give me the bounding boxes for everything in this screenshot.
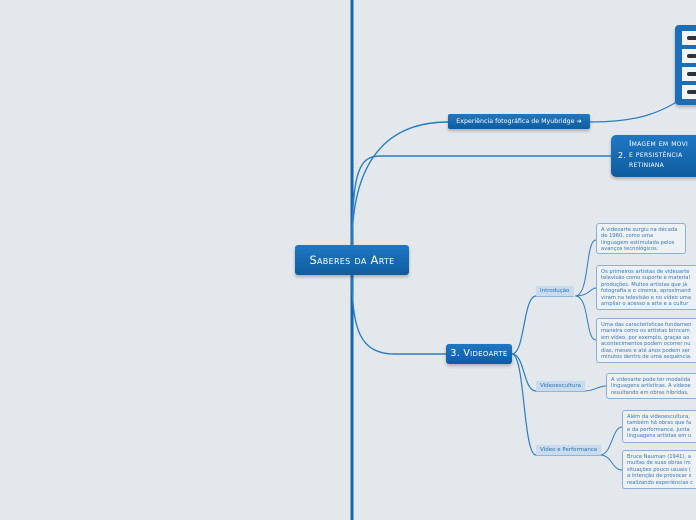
image-gallery-node[interactable] <box>675 25 696 105</box>
connector-videoescultura <box>511 353 537 392</box>
horse-photo-thumbnail <box>682 85 696 99</box>
subtopic-label: Videoescultura <box>540 383 581 389</box>
note-line: situações pouco usuais ( <box>627 466 691 473</box>
note-line: Os primeiros artistas de videoarte <box>601 269 690 275</box>
note-line: Uma das características fundamen <box>601 322 692 328</box>
note-line: resultando em obras híbridas, <box>611 389 689 396</box>
note-line: ampliar o acesso a arte e a cultur <box>601 301 689 308</box>
connector-topic3 <box>351 274 446 355</box>
imagem-topic[interactable]: 2. Imagem em movi e persistência retinia… <box>611 135 696 177</box>
central-topic[interactable]: Saberes da Arte <box>295 245 409 275</box>
note-line: avanços tecnológicos. <box>601 246 659 253</box>
note-3[interactable]: Uma das características fundamen maneira… <box>596 318 696 363</box>
connector-myb <box>351 121 449 246</box>
subtopic-performance[interactable]: Vídeo e Performance <box>536 445 602 456</box>
note-4[interactable]: A videoarte pode ter modalida linguagens… <box>606 373 696 399</box>
connector-note-5 <box>599 426 623 456</box>
connector-note-1 <box>574 239 597 297</box>
note-line: linguagens artistas em u <box>627 433 692 440</box>
note-line: minutos dentro de uma sequência. <box>601 354 692 361</box>
connector-imagem <box>351 155 611 246</box>
note-line: linguagem estimulada pelos <box>601 239 675 246</box>
note-line: muitas de suas obras im <box>627 460 691 467</box>
subtopic-label: Vídeo e Performance <box>540 447 598 453</box>
note-line: também há obras que fa <box>627 420 692 427</box>
videoarte-topic[interactable]: 3. Videoarte <box>446 344 512 364</box>
imagem-topic-number: 2. <box>618 151 627 160</box>
note-line: dias, meses e até anos podem ser <box>601 347 690 354</box>
subtopic-introducao[interactable]: Introdução <box>536 286 574 297</box>
note-2[interactable]: Os primeiros artistas de videoarte telev… <box>596 265 696 310</box>
note-line: A videoarte pode ter modalida <box>611 377 691 383</box>
note-line: Bruce Nauman (1941), a <box>627 454 691 460</box>
imagem-topic-line: retiniana <box>629 160 665 169</box>
note-line: televisão como suporte e material <box>601 275 690 282</box>
note-line: A videoarte surgiu na década <box>601 227 678 233</box>
connector-note-2 <box>574 287 597 297</box>
note-line: de 1960, como uma <box>601 233 654 240</box>
note-line: maneira como os artistas brincam <box>601 328 690 335</box>
note-line: viram na televisão e no vídeo uma <box>601 294 692 301</box>
connector-introducao <box>511 295 537 355</box>
note-line: em vídeo, por exemplo, graças ao <box>601 334 690 341</box>
subtopic-videoescultura[interactable]: Videoescultura <box>536 381 585 392</box>
horse-photo-thumbnail <box>682 31 696 45</box>
note-line: a intenção de provocar s <box>627 473 692 480</box>
note-line: Além da videoescultura, <box>627 414 690 420</box>
connector-performance <box>511 353 537 456</box>
note-line: e da performance, junta <box>627 426 690 433</box>
connector-note-6 <box>599 454 623 471</box>
myb-topic-label: Experiência fotográfica de Myubridge ➔ <box>456 118 582 125</box>
note-5[interactable]: Além da videoescultura, também há obras … <box>622 410 696 443</box>
note-line: produções. Muitos artistas que já <box>601 281 688 288</box>
note-1[interactable]: A videoarte surgiu na década de 1960, co… <box>596 223 686 254</box>
imagem-topic-line: Imagem em movi <box>629 139 689 148</box>
central-topic-label: Saberes da Arte <box>309 253 395 267</box>
videoarte-topic-label: 3. Videoarte <box>450 348 508 359</box>
subtopic-label: Introdução <box>540 288 570 294</box>
note-line: acontecimentos podem ocorrer nu <box>601 341 691 348</box>
imagem-topic-line: e persistência <box>629 149 683 159</box>
note-line: linguagens artísticas. A videoe <box>611 383 691 390</box>
horse-photo-thumbnail <box>682 67 696 81</box>
connector-gallery <box>589 99 681 123</box>
note-line: realizando experiências c <box>627 479 693 486</box>
horse-photo-thumbnail <box>682 49 696 63</box>
myb-topic[interactable]: Experiência fotográfica de Myubridge ➔ <box>448 114 590 129</box>
connector-note-3 <box>574 295 597 341</box>
connector-note-4 <box>583 385 607 392</box>
note-line: fotografia e o cinema, aproximand <box>601 288 691 295</box>
note-6[interactable]: Bruce Nauman (1941), a muitas de suas ob… <box>622 450 696 489</box>
